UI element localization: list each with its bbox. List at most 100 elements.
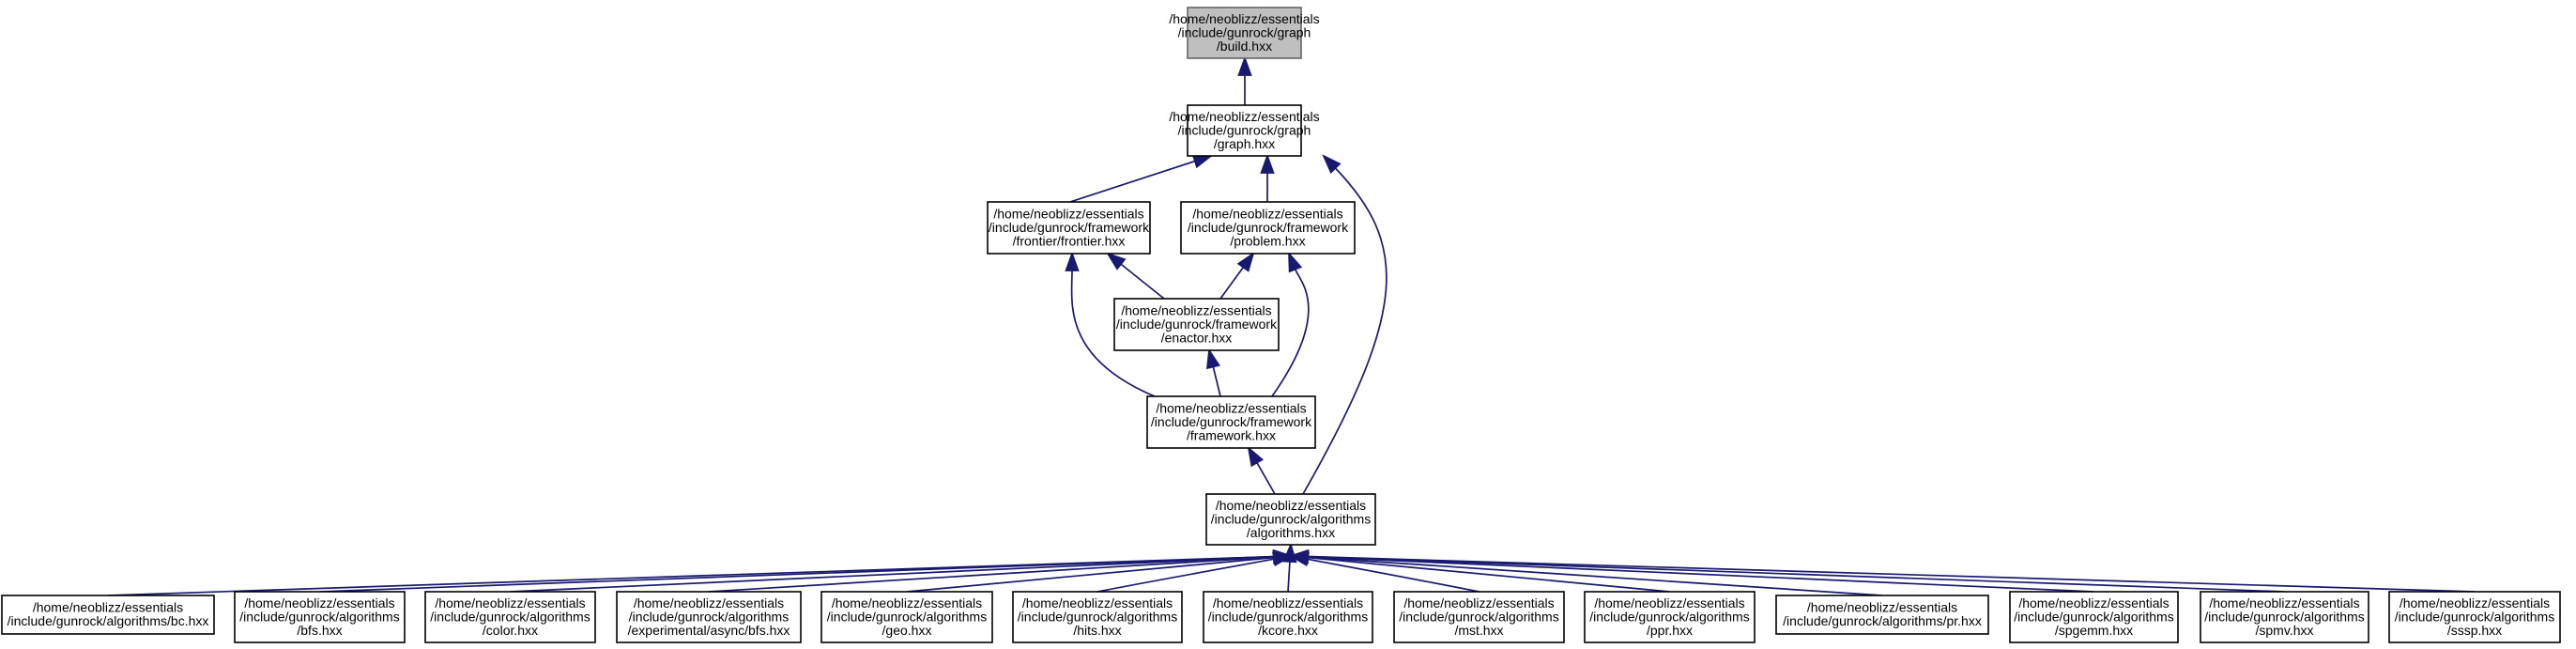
node-label-line: /spgemm.hxx bbox=[2055, 623, 2133, 638]
node-framework[interactable]: /home/neoblizz/essentials/include/gunroc… bbox=[1146, 395, 1316, 449]
node-box bbox=[2200, 591, 2369, 643]
edge-hits-to-algorithms-line bbox=[1096, 558, 1275, 593]
node-label-line: /include/gunrock/algorithms bbox=[1211, 511, 1371, 526]
node-label-line: /home/neoblizz/essentials bbox=[2209, 595, 2359, 610]
edge-enactor-to-frontier-arrowhead bbox=[1106, 252, 1127, 270]
node-label-line: /color.hxx bbox=[483, 623, 538, 638]
node-bc[interactable]: /home/neoblizz/essentials/include/gunroc… bbox=[1, 595, 215, 635]
node-label-line: /include/gunrock/algorithms bbox=[239, 609, 399, 624]
node-hits[interactable]: /home/neoblizz/essentials/include/gunroc… bbox=[1012, 591, 1183, 643]
node-mst[interactable]: /home/neoblizz/essentials/include/gunroc… bbox=[1393, 591, 1565, 643]
node-label-line: /home/neoblizz/essentials bbox=[1156, 400, 1306, 415]
node-label-line: /home/neoblizz/essentials bbox=[1169, 109, 1319, 124]
edge-spmv-to-algorithms-line bbox=[1307, 555, 2285, 593]
node-ppr[interactable]: /home/neoblizz/essentials/include/gunroc… bbox=[1584, 591, 1756, 643]
node-label-line: /include/gunrock/algorithms/pr.hxx bbox=[1783, 613, 1982, 628]
edge-framework-to-enactor-line bbox=[1212, 366, 1221, 397]
node-pr[interactable]: /home/neoblizz/essentials/include/gunroc… bbox=[1775, 595, 1989, 635]
node-label-line: /home/neoblizz/essentials bbox=[1594, 595, 1744, 610]
node-label-line: /home/neoblizz/essentials bbox=[1169, 11, 1319, 26]
node-label-line: /bfs.hxx bbox=[297, 623, 342, 638]
node-label-line: /include/gunrock/algorithms bbox=[629, 609, 789, 624]
edge-kcore-to-algorithms-line bbox=[1287, 561, 1291, 593]
edge-spgemm-to-algorithms-line bbox=[1307, 555, 2094, 593]
node-label-line: /include/gunrock/framework bbox=[1188, 220, 1349, 235]
edge-kcore-to-algorithms-arrowhead bbox=[1282, 542, 1297, 564]
node-box bbox=[1146, 395, 1316, 449]
node-enactor[interactable]: /home/neoblizz/essentials/include/gunroc… bbox=[1113, 298, 1280, 351]
node-label-line: /home/neoblizz/essentials bbox=[1192, 206, 1342, 221]
edge-frontier-to-graph-arrowhead bbox=[1191, 154, 1214, 169]
node-box bbox=[1113, 298, 1280, 351]
node-kcore[interactable]: /home/neoblizz/essentials/include/gunroc… bbox=[1203, 591, 1373, 643]
node-label-line: /include/gunrock/graph bbox=[1178, 122, 1311, 137]
node-label-line: /home/neoblizz/essentials bbox=[1213, 595, 1363, 610]
node-box bbox=[1203, 591, 1373, 643]
node-label-line: /include/gunrock/algorithms bbox=[1208, 609, 1368, 624]
node-box bbox=[987, 201, 1151, 255]
node-label-line: /home/neoblizz/essentials bbox=[1022, 595, 1173, 610]
node-label-line: /include/gunrock/algorithms bbox=[2014, 609, 2173, 624]
edge-algorithms-to-graph-arrowhead bbox=[1322, 154, 1342, 174]
node-box bbox=[1187, 104, 1302, 157]
node-box bbox=[1187, 7, 1302, 59]
node-label-line: /geo.hxx bbox=[882, 623, 932, 638]
node-frontier[interactable]: /home/neoblizz/essentials/include/gunroc… bbox=[987, 201, 1151, 255]
node-bfs[interactable]: /home/neoblizz/essentials/include/gunroc… bbox=[234, 591, 406, 643]
edge-ppr-to-algorithms-line bbox=[1307, 556, 1670, 593]
node-label-line: /home/neoblizz/essentials bbox=[832, 595, 982, 610]
edge-framework-to-frontier-arrowhead bbox=[1065, 251, 1080, 271]
node-label-line: /experimental/async/bfs.hxx bbox=[628, 623, 790, 638]
edge-algorithms-to-framework-arrowhead bbox=[1247, 445, 1265, 468]
node-box bbox=[2009, 591, 2179, 643]
node-label-line: /problem.hxx bbox=[1230, 233, 1305, 248]
edge-frontier-to-graph-line bbox=[1069, 160, 1196, 203]
node-label-line: /include/gunrock/framework bbox=[989, 220, 1150, 235]
node-problem[interactable]: /home/neoblizz/essentials/include/gunroc… bbox=[1180, 201, 1356, 255]
node-box bbox=[2388, 591, 2561, 643]
node-algorithms[interactable]: /home/neoblizz/essentials/include/gunroc… bbox=[1205, 493, 1376, 546]
node-label-line: /hits.hxx bbox=[1073, 623, 1121, 638]
node-label-line: /include/gunrock/algorithms/bc.hxx bbox=[8, 613, 209, 628]
node-label-line: /home/neoblizz/essentials bbox=[1403, 595, 1554, 610]
edge-color-to-algorithms-line bbox=[510, 555, 1275, 593]
node-label-line: /include/gunrock/algorithms bbox=[2395, 609, 2554, 624]
node-label-line: /home/neoblizz/essentials bbox=[2018, 595, 2169, 610]
node-box bbox=[616, 591, 802, 643]
node-geo[interactable]: /home/neoblizz/essentials/include/gunroc… bbox=[820, 591, 993, 643]
node-label-line: /include/gunrock/algorithms bbox=[1018, 609, 1177, 624]
node-label-line: /include/gunrock/framework bbox=[1151, 414, 1312, 429]
node-label-line: /include/gunrock/algorithms bbox=[827, 609, 987, 624]
edge-enactor-to-frontier-line bbox=[1120, 263, 1165, 300]
node-graph[interactable]: /home/neoblizz/essentials/include/gunroc… bbox=[1169, 104, 1320, 157]
node-label-line: /home/neoblizz/essentials bbox=[993, 206, 1143, 221]
node-box bbox=[820, 591, 993, 643]
node-sssp[interactable]: /home/neoblizz/essentials/include/gunroc… bbox=[2388, 591, 2561, 643]
node-label-line: /home/neoblizz/essentials bbox=[33, 600, 183, 615]
edge-framework-to-problem-arrowhead bbox=[1288, 251, 1303, 273]
node-spmv[interactable]: /home/neoblizz/essentials/include/gunroc… bbox=[2200, 591, 2369, 643]
edge-enactor-to-problem-line bbox=[1219, 267, 1245, 300]
node-label-line: /home/neoblizz/essentials bbox=[435, 595, 585, 610]
node-label-line: /mst.hxx bbox=[1454, 623, 1503, 638]
edge-sssp-to-algorithms-line bbox=[1307, 555, 2476, 593]
node-label-line: /framework.hxx bbox=[1187, 427, 1276, 442]
node-label-line: /spmv.hxx bbox=[2256, 623, 2314, 638]
node-label-line: /include/gunrock/algorithms bbox=[1589, 609, 1749, 624]
edge-framework-to-problem-line bbox=[1271, 269, 1310, 397]
node-spgemm[interactable]: /home/neoblizz/essentials/include/gunroc… bbox=[2009, 591, 2179, 643]
nodes-layer: /home/neoblizz/essentials/include/gunroc… bbox=[1, 7, 2561, 643]
node-box bbox=[1180, 201, 1356, 255]
edge-framework-to-frontier-line bbox=[1070, 270, 1156, 397]
node-box bbox=[1584, 591, 1756, 643]
node-box bbox=[424, 591, 596, 643]
node-label-line: /include/gunrock/graph bbox=[1178, 24, 1311, 39]
node-async_bfs[interactable]: /home/neoblizz/essentials/include/gunroc… bbox=[616, 591, 802, 643]
node-color[interactable]: /home/neoblizz/essentials/include/gunroc… bbox=[424, 591, 596, 643]
node-label-line: /home/neoblizz/essentials bbox=[2400, 595, 2550, 610]
edge-algorithms-to-framework-line bbox=[1256, 462, 1276, 495]
edge-pr-to-algorithms-line bbox=[1307, 556, 1883, 596]
node-label-line: /build.hxx bbox=[1217, 39, 1272, 54]
node-box bbox=[1393, 591, 1565, 643]
